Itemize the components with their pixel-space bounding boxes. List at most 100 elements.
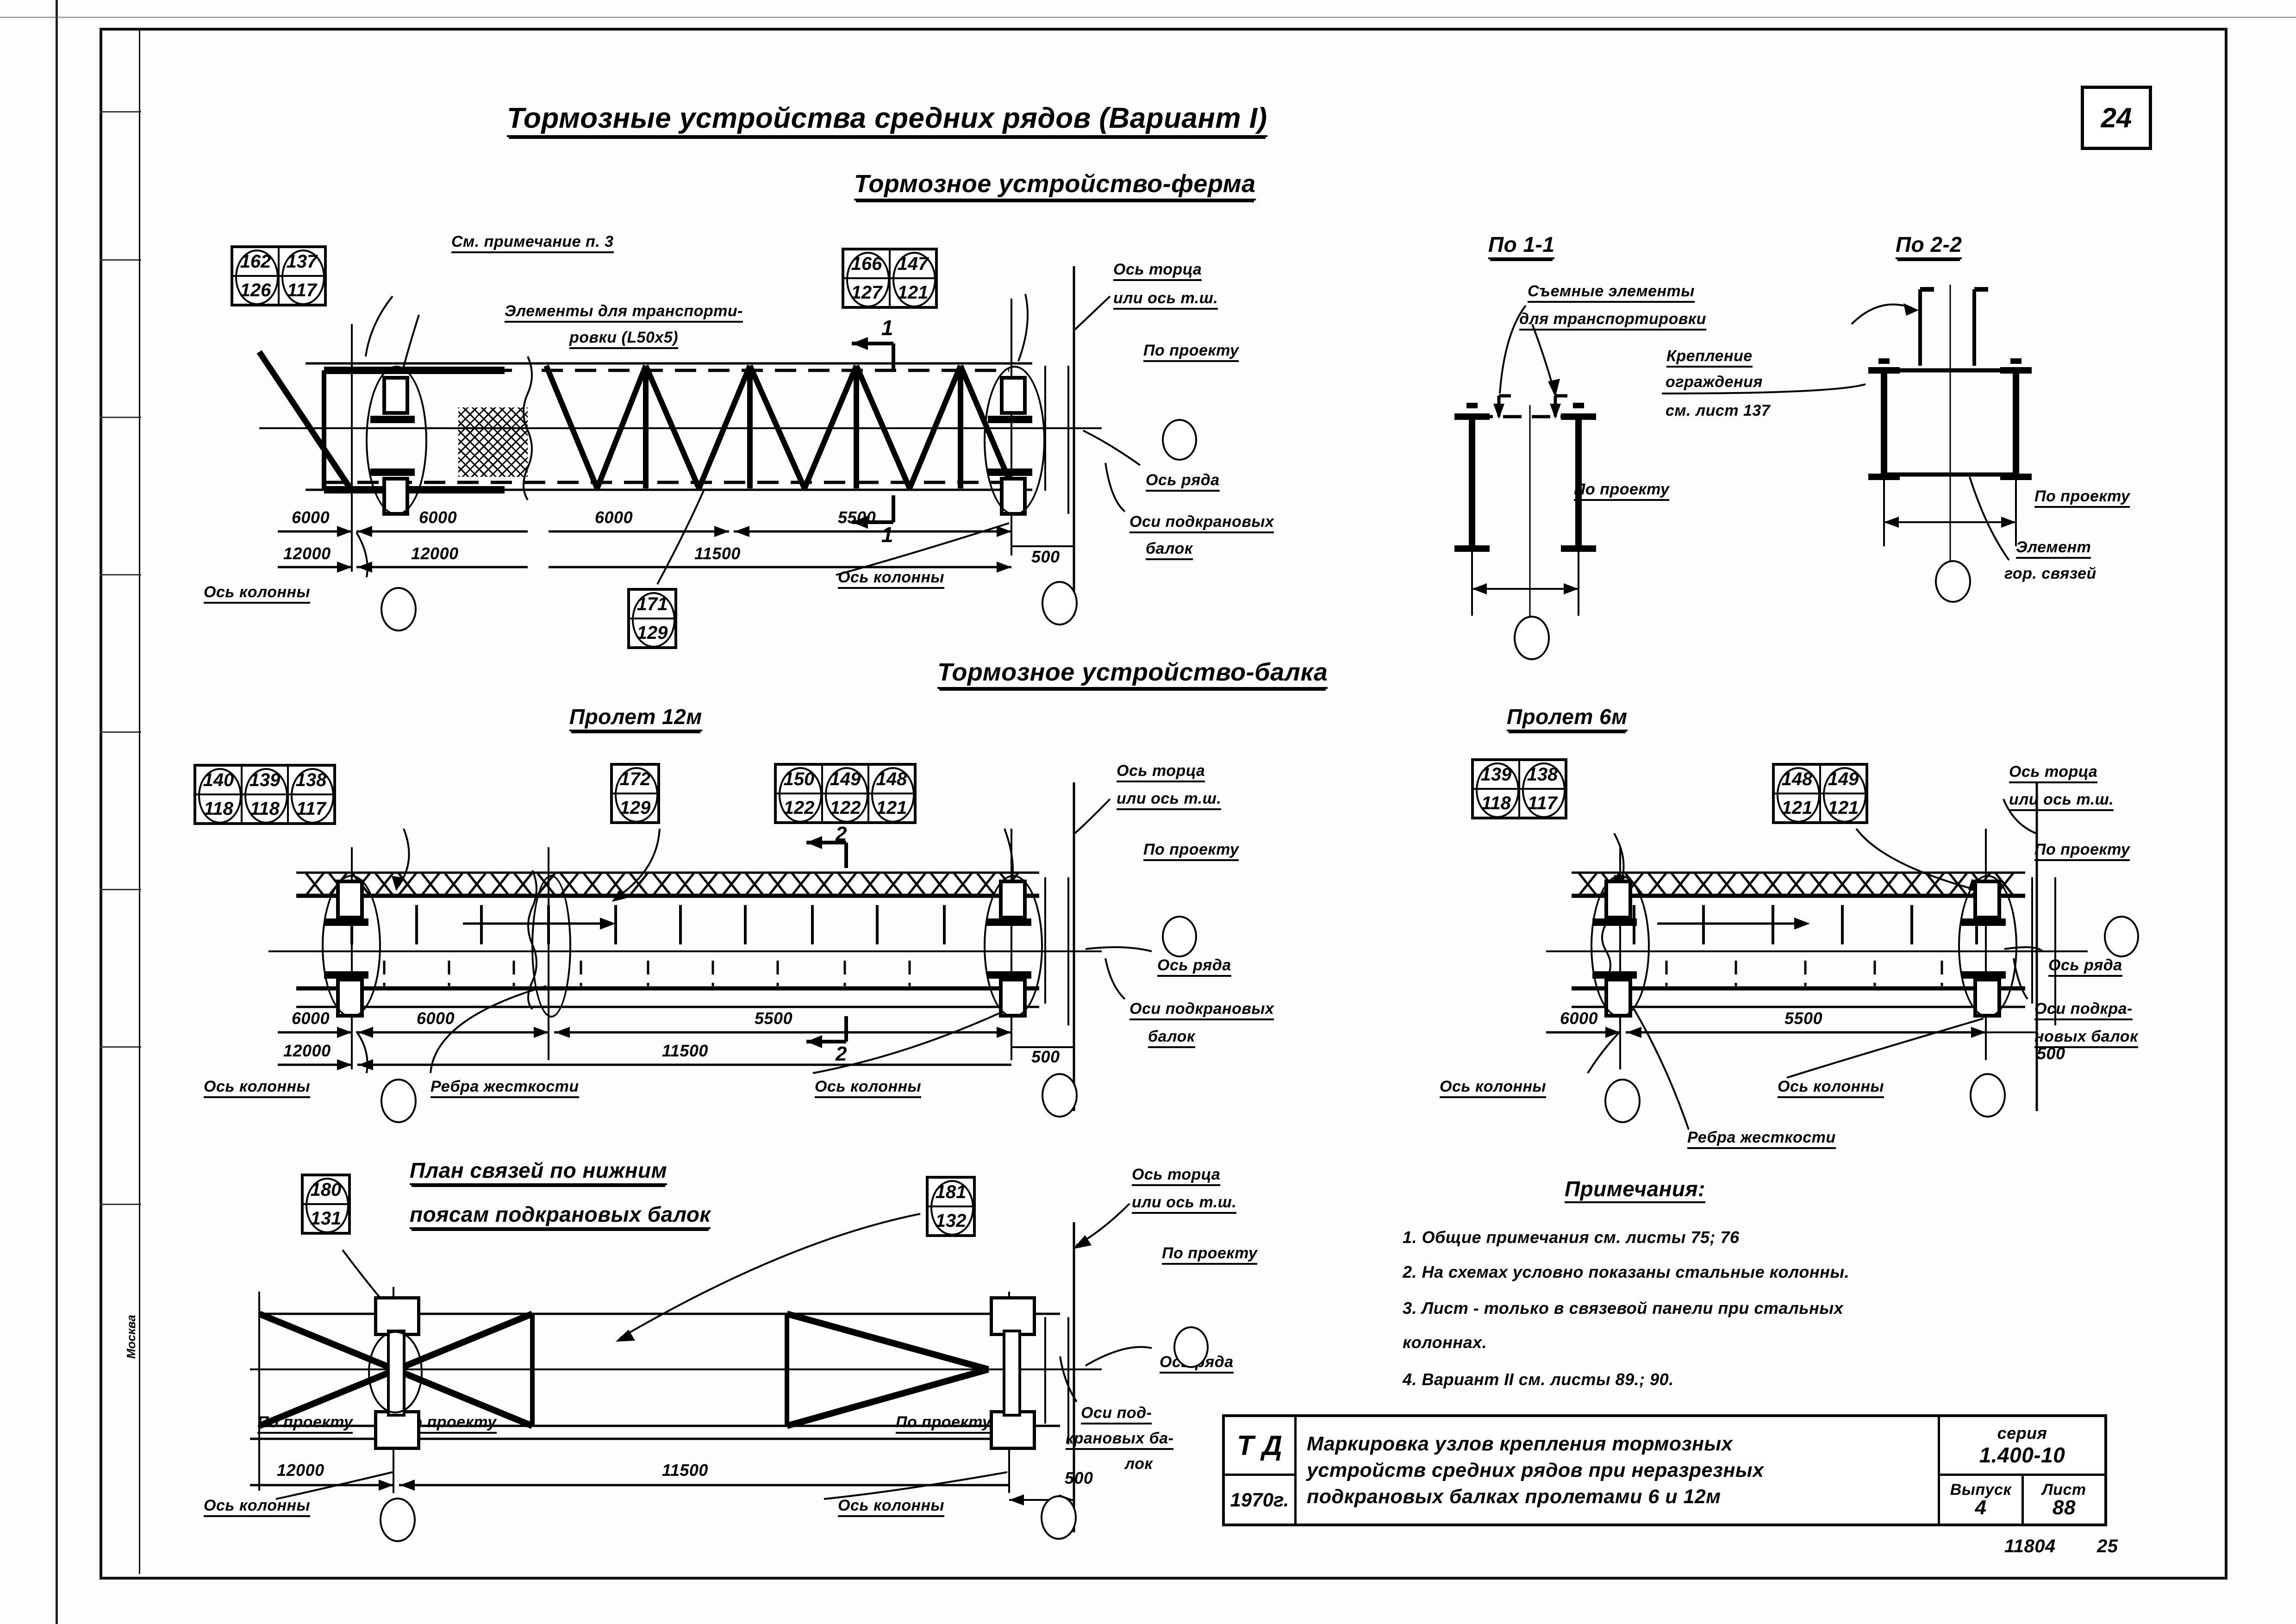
issue-label: Выпуск bbox=[1950, 1480, 2012, 1499]
description-line-2: устройств средних рядов при неразрезных bbox=[1307, 1459, 1764, 1481]
marker-col: 180 131 bbox=[304, 1176, 349, 1233]
tie-gusset bbox=[990, 1410, 1036, 1450]
end-axis-label-1: Ось торца bbox=[1113, 262, 1202, 281]
column-axis-bubble bbox=[1935, 560, 1971, 603]
notes-title: Примечания: bbox=[1565, 1178, 1705, 1203]
column-axis-bubble bbox=[1042, 581, 1078, 625]
span12-stiffeners-label: Ребра жесткости bbox=[430, 1079, 579, 1098]
marker-cell: 117 bbox=[287, 280, 317, 300]
hatch-patch bbox=[458, 407, 528, 477]
span6-dim-500: 500 bbox=[2037, 1044, 2065, 1063]
margin-tick bbox=[100, 889, 141, 890]
plan-title-line-2: поясам подкрановых балок bbox=[410, 1204, 711, 1229]
detail-callout-ellipse bbox=[984, 366, 1045, 515]
plan-title-line-1: План связей по нижним bbox=[410, 1160, 668, 1185]
span-12m-title: Пролет 12м bbox=[569, 706, 702, 731]
series-group: серия 1.400-10 bbox=[1940, 1417, 2104, 1476]
marker-cell: 129 bbox=[619, 797, 651, 818]
marker-cell: 121 bbox=[1781, 797, 1813, 818]
drawing-frame bbox=[100, 28, 2227, 1580]
column-axis-bubble bbox=[381, 587, 417, 631]
marker-cell: 171 bbox=[630, 591, 674, 619]
marker-cell: 147 bbox=[891, 250, 935, 279]
detail-callout-ellipse bbox=[984, 875, 1043, 1018]
page-number: 24 bbox=[2081, 86, 2152, 150]
description-line-3: подкрановых балках пролетами 6 и 12м bbox=[1307, 1485, 1721, 1508]
dim-500-truss: 500 bbox=[1031, 547, 1060, 566]
title-block-description: Маркировка узлов крепления тормозных уст… bbox=[1297, 1417, 1940, 1524]
railing-label-2: ограждения bbox=[1666, 373, 1763, 391]
plan-dim-12000: 12000 bbox=[277, 1461, 324, 1480]
marker-cell: 140 bbox=[196, 767, 241, 795]
dim-6000-b: 6000 bbox=[419, 508, 457, 527]
marker-cell: 122 bbox=[783, 797, 815, 818]
marker-col: 149 122 bbox=[823, 766, 869, 823]
column-axis-bubble bbox=[1970, 1073, 2006, 1118]
section-1-1-by-project: По проекту bbox=[1574, 481, 1670, 501]
marker-cell: 172 bbox=[613, 766, 657, 794]
column-axis-label-left: Ось колонны bbox=[204, 584, 311, 604]
span12-dim-6000-a: 6000 bbox=[292, 1009, 330, 1028]
span6-crane-beam-axes-1: Оси подкра- bbox=[2034, 1001, 2133, 1020]
horizontal-ties-label-2: гор. связей bbox=[2004, 565, 2096, 582]
note-item-4: 4. Вариант II см. листы 89.; 90. bbox=[1403, 1370, 1674, 1389]
title-block-series-cell: серия 1.400-10 Выпуск 4 Лист 88 bbox=[1940, 1417, 2104, 1524]
row-axis-label: Ось ряда bbox=[1146, 472, 1220, 492]
span12-column-axis-left: Ось колонны bbox=[204, 1079, 311, 1098]
marker-cell: 149 bbox=[1821, 766, 1866, 794]
marker-cell: 118 bbox=[1481, 793, 1511, 813]
plan-dim-11500: 11500 bbox=[662, 1461, 708, 1480]
column-axis-bubble bbox=[380, 1498, 416, 1542]
span12-column-axis-right: Ось колонны bbox=[815, 1079, 922, 1098]
transport-elements-label-2: ровки (L50x5) bbox=[569, 330, 679, 349]
marker-box-162-137: 162 126 137 117 bbox=[231, 245, 327, 306]
tie-shaft bbox=[1003, 1330, 1021, 1417]
marker-cell: 121 bbox=[1828, 797, 1859, 818]
span-6m-title: Пролет 6м bbox=[1507, 706, 1628, 731]
marker-cell: 139 bbox=[243, 767, 287, 795]
description-line-1: Маркировка узлов крепления тормозных bbox=[1307, 1432, 1733, 1455]
span6-column-axis-right: Ось колонны bbox=[1778, 1079, 1884, 1098]
plan-column-axis-left: Ось колонны bbox=[204, 1498, 311, 1517]
span12-crane-beam-axes-1: Оси подкрановых bbox=[1129, 1001, 1274, 1020]
plan-crane-beam-axes-1: Оси под- bbox=[1081, 1405, 1152, 1424]
issue-sheet-row: Выпуск 4 Лист 88 bbox=[1940, 1476, 2104, 1524]
span12-dim-12000: 12000 bbox=[283, 1041, 331, 1060]
marker-cell: 131 bbox=[310, 1208, 342, 1229]
marker-cell: 166 bbox=[844, 250, 889, 279]
marker-col: 139 118 bbox=[1474, 761, 1520, 818]
span12-dim-500: 500 bbox=[1031, 1047, 1060, 1066]
org-letter-t: Т bbox=[1237, 1430, 1254, 1461]
span6-end-axis-label-2: или ось т.ш. bbox=[2009, 792, 2114, 811]
sheet-top-edge bbox=[0, 17, 2296, 18]
horizontal-ties-label-1: Элемент bbox=[2016, 539, 2091, 559]
margin-tick bbox=[100, 111, 141, 112]
column-axis-bubble bbox=[1514, 616, 1550, 660]
marker-box-140-139-138: 140 118 139 118 138 117 bbox=[193, 764, 336, 825]
marker-cell: 150 bbox=[777, 766, 821, 794]
beam-section-title: Тормозное устройство-балка bbox=[937, 660, 1328, 689]
detail-callout-ellipse bbox=[1591, 875, 1650, 1018]
marker-cell: 117 bbox=[296, 798, 326, 819]
note-item-3: 3. Лист - только в связевой панели при с… bbox=[1403, 1299, 1844, 1318]
railing-label-3: см. лист 137 bbox=[1666, 402, 1771, 419]
span12-dim-11500: 11500 bbox=[662, 1041, 708, 1060]
plan-by-project-right: По проекту bbox=[896, 1414, 992, 1434]
span12-end-axis-label-1: Ось торца bbox=[1117, 763, 1205, 782]
column-axis-bubble bbox=[1604, 1079, 1641, 1123]
marker-cell: 126 bbox=[240, 280, 271, 300]
tie-gusset bbox=[374, 1296, 420, 1336]
dim-12000-b: 12000 bbox=[411, 544, 459, 563]
marker-cell: 132 bbox=[935, 1210, 967, 1231]
span6-crane-beam-axes-2: новых балок bbox=[2034, 1029, 2138, 1048]
section-2-2-by-project: По проекту bbox=[2034, 488, 2130, 508]
plan-end-axis-label-1: Ось торца bbox=[1132, 1167, 1221, 1186]
section-1-1-title: По 1-1 bbox=[1488, 234, 1555, 259]
org-letter-d: Д bbox=[1262, 1430, 1282, 1461]
row-axis-bubble bbox=[1173, 1326, 1209, 1368]
sheet-value: 88 bbox=[2053, 1496, 2076, 1519]
